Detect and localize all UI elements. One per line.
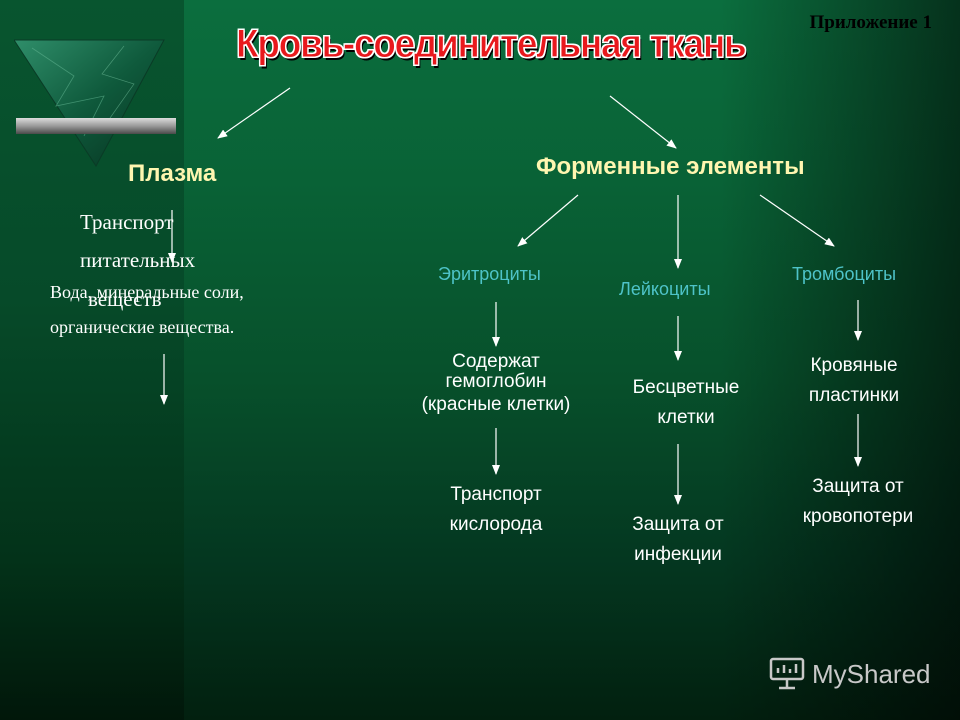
formed-elements-heading: Форменные элементы: [536, 153, 805, 180]
erythrocytes-feature: Содержат гемоглобин (красные клетки): [396, 352, 596, 418]
thrombocytes-function-line-1: Защита от: [812, 476, 904, 497]
plasma-transport-line-3: веществ: [88, 287, 162, 311]
arrow-formed-to-erythrocytes: [517, 194, 579, 247]
leukocytes-feature: Бесцветные клетки: [606, 373, 766, 433]
thrombocytes-feature-line-2: пластинки: [808, 385, 900, 406]
projector-screen-icon: [769, 657, 805, 690]
green-marble-triangle-icon: [14, 39, 176, 167]
erythrocytes-label: Эритроциты: [438, 264, 541, 284]
watermark-text: MyShared: [812, 658, 931, 689]
leukocytes-function-line-2: инфекции: [634, 544, 722, 565]
arrow-title-to-plasma: [217, 87, 291, 139]
erythrocytes-function-line-2: кислорода: [449, 514, 543, 535]
plasma-transport-line-1: Транспорт: [80, 210, 174, 234]
arrow-formed-to-thrombocytes: [759, 194, 835, 247]
thrombocytes-function-line-2: кровопотери: [802, 506, 914, 527]
erythrocytes-function-line-1: Транспорт: [450, 484, 542, 505]
leukocytes-label: Лейкоциты: [619, 279, 711, 299]
thrombocytes-function: Защита от кровопотери: [778, 472, 938, 532]
leukocytes-feature-line-2: клетки: [657, 407, 715, 428]
leukocytes-function-line-1: Защита от: [632, 514, 724, 535]
leukocytes-feature-line-1: Бесцветные: [632, 377, 740, 398]
erythrocytes-feature-line-3: (красные клетки): [421, 394, 571, 415]
thrombocytes-feature: Кровяные пластинки: [774, 351, 934, 411]
plasma-composition-line-2: органические вещества.: [50, 317, 235, 337]
appendix-label: Приложение 1: [809, 12, 932, 33]
plasma-heading: Плазма: [128, 160, 217, 187]
thrombocytes-feature-line-1: Кровяные: [810, 355, 898, 376]
thrombocytes-label: Тромбоциты: [792, 264, 897, 284]
plasma-composition-line-1: Вода, минеральные соли,: [50, 282, 244, 302]
arrow-title-to-formed: [609, 95, 677, 149]
erythrocytes-feature-line-2: гемоглобин: [445, 371, 547, 392]
watermark: MyShared: [768, 656, 931, 692]
erythrocytes-feature-line-1: Содержат: [452, 351, 540, 372]
page-title: Кровь-соединительная ткань: [236, 22, 748, 67]
leukocytes-function: Защита от инфекции: [598, 510, 758, 570]
erythrocytes-function: Транспорт кислорода: [416, 480, 576, 540]
